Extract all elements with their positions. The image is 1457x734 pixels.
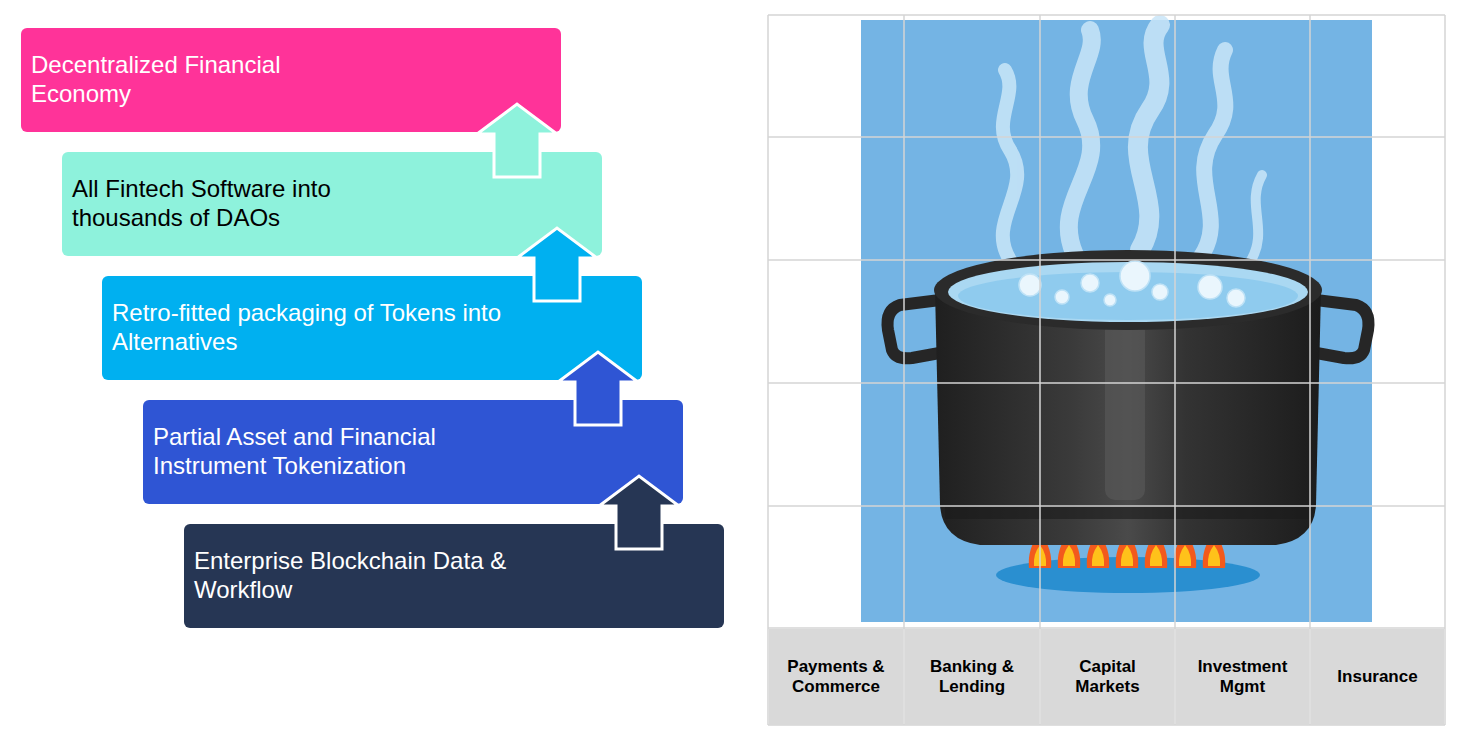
steam (1003, 25, 1262, 262)
stair-box: Enterprise Blockchain Data & Workflow (184, 524, 724, 628)
stage-label: All Fintech Software into thousands of D… (72, 175, 402, 233)
sector-cell: Payments & Commerce (769, 629, 903, 725)
sector-label: Insurance (1337, 667, 1417, 687)
water (948, 262, 1308, 322)
sector-cell: Insurance (1311, 629, 1444, 725)
sector-label: Capital Markets (1052, 657, 1164, 698)
stair-box: Retro-fitted packaging of Tokens into Al… (102, 276, 642, 380)
stage-label: Partial Asset and Financial Instrument T… (153, 423, 513, 481)
sector-cell: Banking & Lending (905, 629, 1039, 725)
pot-rim (934, 250, 1322, 330)
sector-label: Investment Mgmt (1187, 657, 1299, 698)
pot-base-band (945, 505, 1311, 519)
stage-label: Enterprise Blockchain Data & Workflow (194, 547, 584, 605)
cell-row-ground (768, 628, 1445, 725)
grid-lines (768, 15, 1445, 725)
sector-label: Banking & Lending (916, 657, 1028, 698)
stair-box: Partial Asset and Financial Instrument T… (143, 400, 683, 504)
sector-cell: Investment Mgmt (1176, 629, 1309, 725)
picture-ground (861, 20, 1372, 622)
sector-cell: Capital Markets (1041, 629, 1174, 725)
pot-highlight (1105, 320, 1145, 500)
sector-label: Payments & Commerce (780, 657, 892, 698)
stage-label: Retro-fitted packaging of Tokens into Al… (112, 299, 522, 357)
stage-label: Decentralized Financial Economy (31, 51, 361, 109)
bubbles (1019, 261, 1245, 307)
stair-box: Decentralized Financial Economy (21, 28, 561, 132)
stair-box: All Fintech Software into thousands of D… (62, 152, 602, 256)
